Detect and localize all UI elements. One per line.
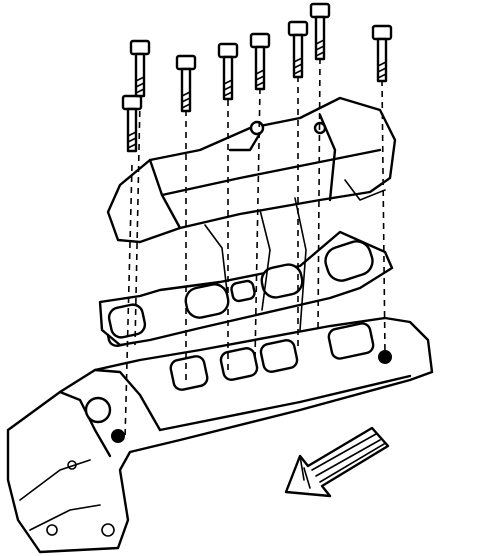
bolt-5 — [249, 32, 271, 91]
cylinder-head — [6, 300, 434, 554]
bolt-icon — [309, 2, 331, 61]
bolt-8 — [371, 24, 393, 83]
bolt-7 — [309, 2, 331, 61]
bolt-icon — [371, 24, 393, 83]
alignment-lines — [124, 57, 386, 441]
bolt-4 — [217, 42, 239, 101]
bolt-icon — [287, 20, 309, 79]
bolt-icon — [175, 54, 197, 113]
bolt-icon — [217, 42, 239, 101]
bolt-2 — [129, 39, 151, 98]
bolt-icon — [121, 94, 143, 153]
bolt-icon — [129, 39, 151, 98]
front-direction-arrow-icon — [284, 426, 390, 498]
bolt-icon — [249, 32, 271, 91]
bolt-1 — [121, 94, 143, 153]
bolt-3 — [175, 54, 197, 113]
bolt-6 — [287, 20, 309, 79]
